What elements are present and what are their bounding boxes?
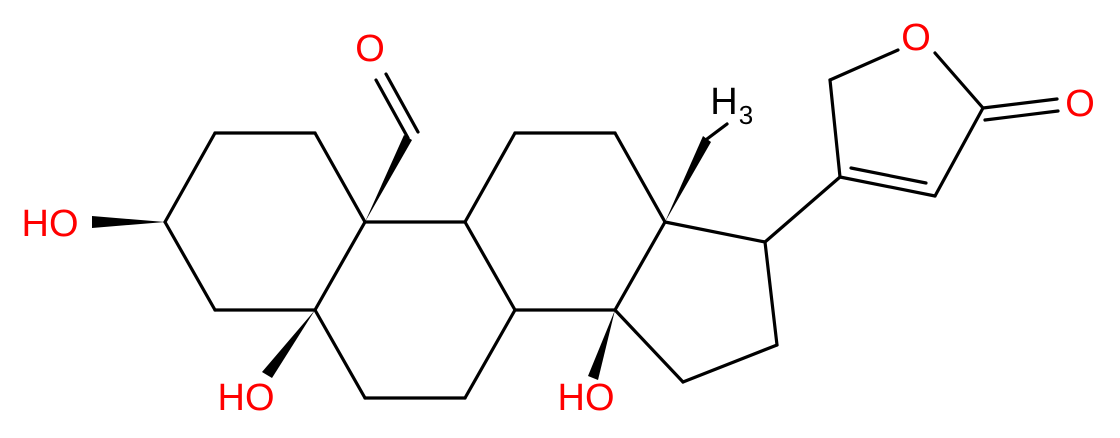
- bond: [613, 220, 667, 312]
- bond: [613, 131, 667, 224]
- wedge-bond: [665, 136, 711, 222]
- hydroxyl-c3-label: HO: [22, 203, 79, 245]
- bond: [163, 220, 217, 312]
- bond: [849, 166, 928, 185]
- bond: [763, 175, 842, 244]
- bond: [313, 220, 367, 312]
- hydroxyl-c5-label: HO: [218, 377, 275, 419]
- carbonyl-oxygen-label: O: [1065, 83, 1095, 125]
- bond: [838, 175, 937, 198]
- bond: [828, 78, 842, 179]
- aldehyde-oxygen-label: O: [355, 28, 385, 70]
- bond: [681, 343, 779, 384]
- wedge-bond: [262, 310, 315, 378]
- bond: [463, 308, 517, 400]
- methyl-hydrogen-label: H: [710, 81, 737, 123]
- wedge-bond: [92, 216, 165, 228]
- wedge-bond: [588, 310, 615, 380]
- bond: [463, 220, 517, 312]
- bond: [705, 122, 729, 141]
- hydroxyl-c14-label: HO: [558, 377, 615, 419]
- bond: [933, 106, 985, 198]
- bond: [374, 78, 410, 140]
- bond: [613, 308, 685, 384]
- bond: [384, 72, 420, 134]
- bond: [763, 240, 779, 347]
- bond: [981, 97, 1059, 110]
- bond: [828, 48, 900, 82]
- bond: [933, 51, 985, 110]
- bond: [313, 308, 367, 400]
- bond: [983, 109, 1060, 122]
- wedge-bond: [365, 135, 412, 222]
- bond: [313, 131, 367, 224]
- bond: [463, 131, 517, 224]
- methyl-subscript-label: 3: [739, 100, 753, 130]
- bond: [163, 131, 217, 224]
- bond: [663, 220, 767, 244]
- lactone-ring-oxygen-label: O: [901, 17, 931, 59]
